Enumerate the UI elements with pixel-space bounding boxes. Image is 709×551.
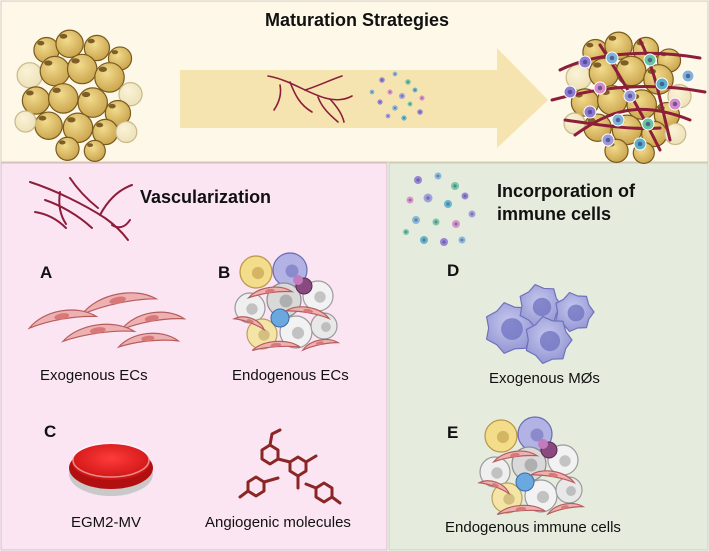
exogenous-macrophages-illustration bbox=[485, 283, 595, 364]
vessel-icon bbox=[29, 177, 133, 241]
label-b: B bbox=[218, 263, 230, 282]
petri-dish-icon bbox=[69, 442, 153, 496]
immune-heading-line1: Incorporation of bbox=[497, 181, 636, 201]
endogenous-ecs-illustration bbox=[232, 252, 341, 352]
matured-adipocyte-cluster bbox=[550, 31, 707, 164]
arrow-immune-cells-icon bbox=[369, 71, 425, 121]
vascularization-heading: Vascularization bbox=[140, 187, 271, 207]
label-a: A bbox=[40, 263, 52, 282]
caption-exogenous-ecs: Exogenous ECs bbox=[40, 367, 148, 384]
label-d: D bbox=[447, 261, 459, 280]
caption-exogenous-macrophages: Exogenous MØs bbox=[489, 370, 600, 387]
immune-cells-icon bbox=[403, 172, 476, 246]
immature-adipocyte-cluster bbox=[14, 29, 143, 162]
arrow-vessels-icon bbox=[267, 75, 353, 123]
exogenous-ecs-illustration bbox=[27, 292, 187, 349]
progression-arrow bbox=[180, 48, 548, 148]
angiogenic-molecules-icon bbox=[238, 428, 342, 505]
caption-endogenous-ecs: Endogenous ECs bbox=[232, 367, 349, 384]
label-c: C bbox=[44, 422, 56, 441]
immune-heading-line2: immune cells bbox=[497, 204, 611, 224]
label-e: E bbox=[447, 423, 458, 442]
caption-egm2-mv: EGM2-MV bbox=[71, 514, 141, 531]
figure-title: Maturation Strategies bbox=[265, 10, 449, 30]
caption-angiogenic-molecules: Angiogenic molecules bbox=[205, 514, 351, 531]
caption-endogenous-immune-cells: Endogenous immune cells bbox=[445, 519, 621, 536]
endogenous-immune-cells-illustration bbox=[477, 416, 586, 516]
